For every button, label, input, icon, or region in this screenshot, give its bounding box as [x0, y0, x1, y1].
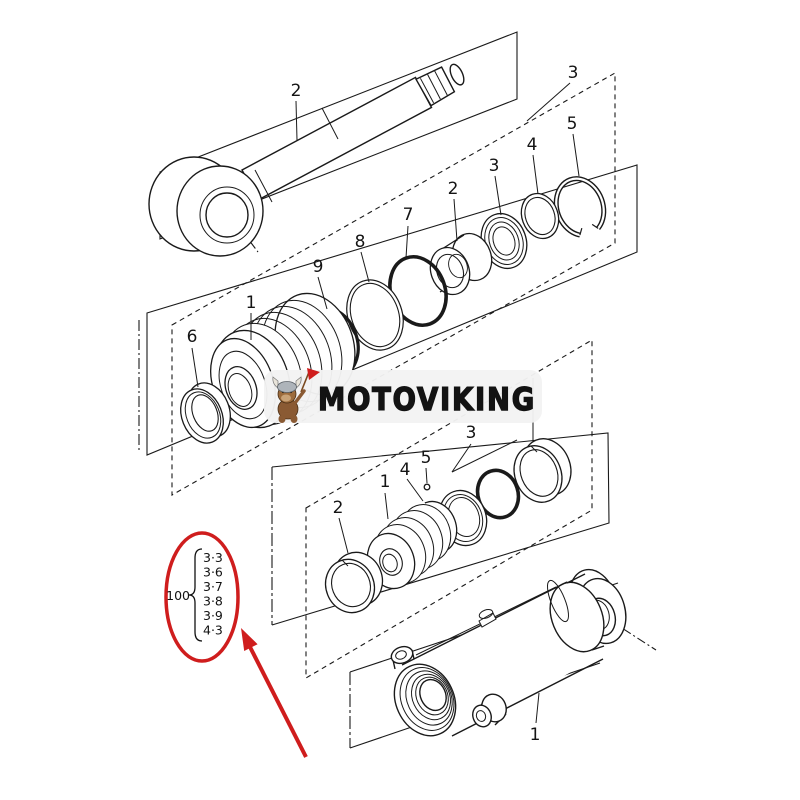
callout-values: 3·3 3·6 3·7 3·8 3·9 4·3	[203, 550, 223, 638]
cylinder-mouth	[393, 663, 457, 737]
part-number-labels: 2 3 5 4 3 2 7 8 9 1 6 3 5 4 1 2 1	[187, 63, 579, 745]
piston-group	[324, 438, 572, 614]
mascot-horn-right	[295, 376, 302, 389]
part-label-piston-rod: 2	[291, 81, 302, 101]
rod-bushing	[429, 232, 493, 296]
tube-lug	[478, 609, 497, 628]
part-label-snap-ring: 5	[567, 114, 578, 134]
backup-washer	[520, 192, 560, 240]
backup-ring	[346, 279, 404, 351]
part-label-rod-bushing: 2	[448, 179, 459, 199]
part-label-o-ring-gland: 9	[313, 257, 324, 277]
callout-value: 3·9	[203, 608, 223, 623]
lower-kit-pointer	[451, 439, 518, 473]
mascot-helmet	[277, 381, 297, 393]
rod-seal	[480, 212, 528, 270]
part-label-ball-upper: 5	[421, 448, 432, 468]
part-label-piston-seal-kit: 3	[466, 423, 477, 443]
snap-ring	[553, 176, 607, 238]
rod-eye-hole	[205, 192, 249, 238]
dust-wiper	[180, 382, 231, 444]
mascot-flag	[307, 368, 320, 380]
part-label-piston: 1	[380, 472, 391, 492]
rod-shaft	[241, 76, 433, 201]
callout-value: 3·7	[203, 579, 223, 594]
part-label-rod-seal: 3	[489, 156, 500, 176]
callout-value: 3·3	[203, 550, 223, 565]
part-label-backup-ring: 8	[355, 232, 366, 252]
wear-ring	[324, 551, 384, 614]
callout-value: 4·3	[203, 623, 223, 638]
part-label-gland: 1	[246, 293, 257, 313]
watermark-text: MOTOVIKING	[318, 382, 536, 418]
upper-seal-kit-frame	[171, 72, 616, 496]
part-label-rod-seal-kit: 3	[568, 63, 579, 83]
watermark-band	[264, 370, 542, 423]
callout-value: 3·8	[203, 594, 223, 609]
piston-frame	[271, 432, 610, 626]
callout-brace	[188, 548, 203, 642]
port-boss-rear	[472, 693, 507, 728]
rod-thread-tip	[449, 63, 465, 86]
piston-rod	[148, 63, 465, 257]
annotation: 100 3·3 3·6 3·7 3·8 3·9 4·3	[164, 531, 308, 758]
mascot-horn-left	[272, 376, 279, 389]
watermark: MOTOVIKING	[264, 368, 542, 423]
steel-ball-upper	[423, 483, 431, 491]
highlight-arrow	[241, 628, 308, 758]
mascot-muzzle	[281, 394, 291, 402]
callout-value: 3·6	[203, 565, 223, 580]
viking-mascot-logo	[272, 368, 320, 423]
part-label-backup-washer: 4	[527, 135, 538, 155]
upper-assembly-frame	[146, 164, 638, 456]
part-label-dust-wiper: 6	[187, 327, 198, 347]
cylinder-body	[390, 568, 627, 740]
callout-group-number: 100	[166, 588, 190, 603]
highlight-ellipse	[164, 531, 240, 663]
part-label-wear-ring: 2	[333, 498, 344, 518]
bearing-ring	[513, 438, 572, 503]
part-label-cylinder-body: 1	[530, 725, 541, 745]
part-label-o-ring-large: 7	[403, 205, 414, 225]
part-label-ball-lower: 4	[400, 460, 411, 480]
port-boss-front	[390, 645, 415, 670]
